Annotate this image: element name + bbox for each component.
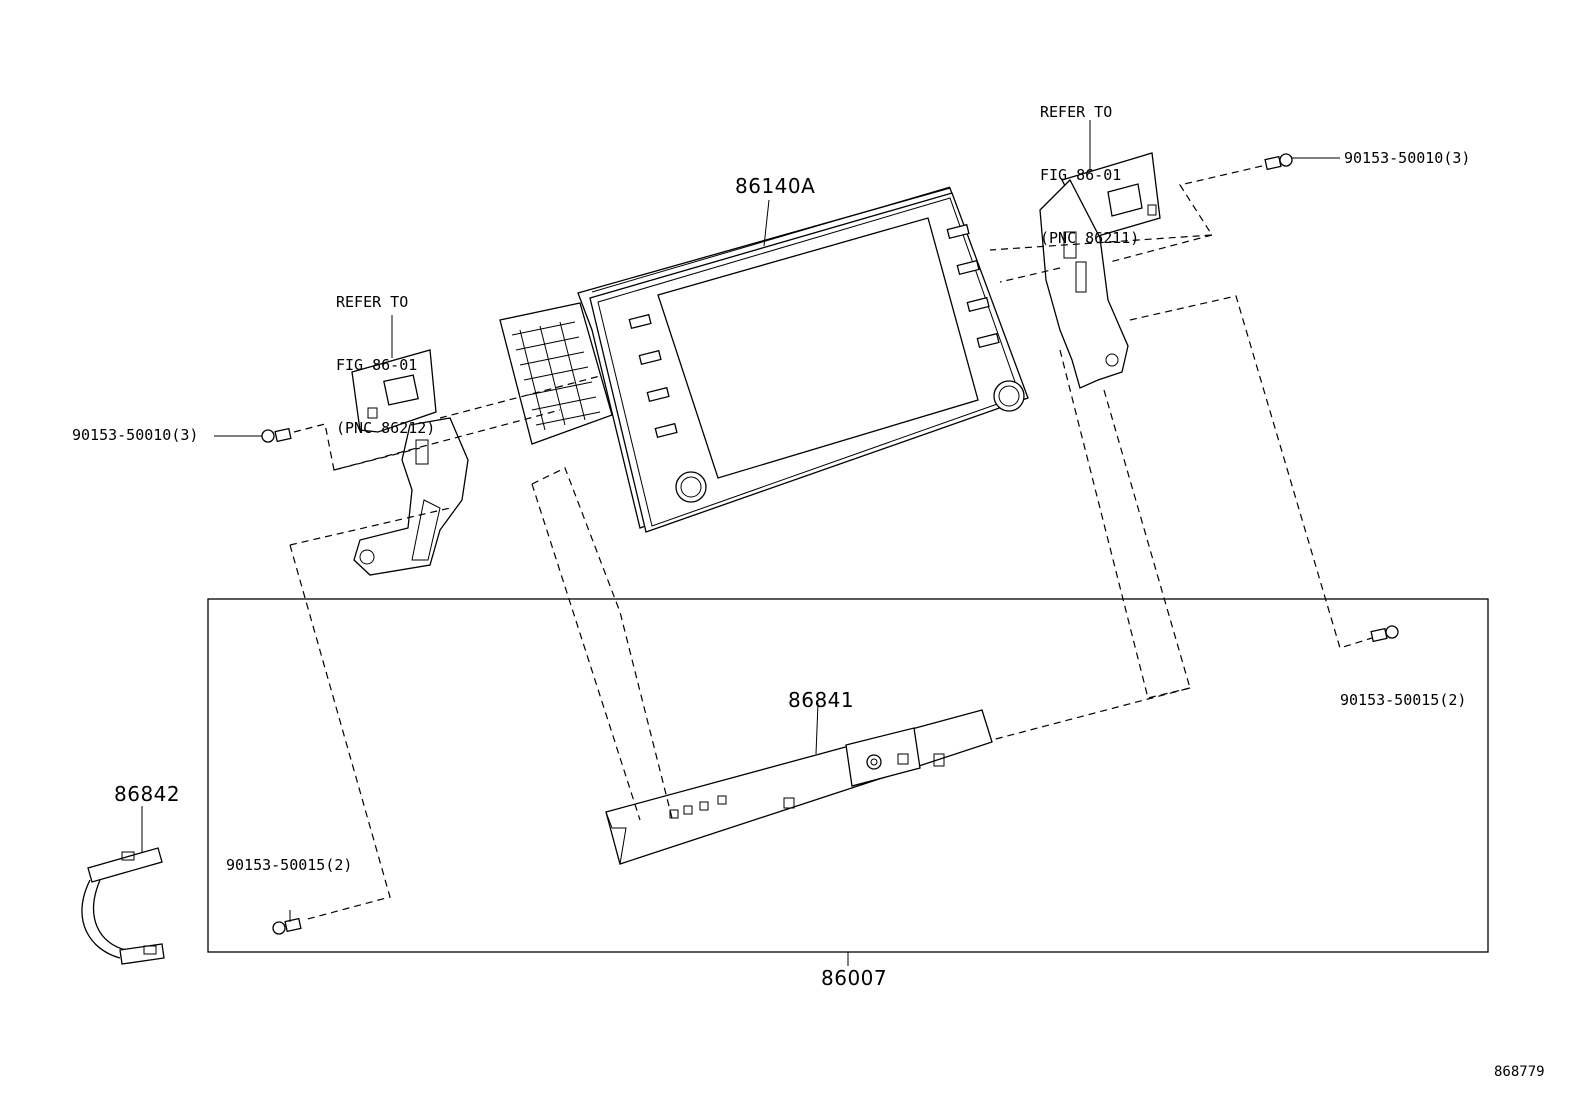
figure-id: 868779 bbox=[1494, 1064, 1545, 1080]
label-bracket-86841: 86841 bbox=[788, 688, 855, 712]
label-right-bracket-ref: REFER TO FIG 86-01 (PNC 86211) bbox=[1040, 60, 1139, 270]
left-ref-line-2: FIG 86-01 bbox=[336, 356, 418, 374]
bracket-86841 bbox=[605, 702, 993, 865]
left-ref-line-1: REFER TO bbox=[336, 293, 409, 311]
screw-left-lower bbox=[272, 910, 302, 935]
screw-right-upper bbox=[1264, 153, 1340, 171]
left-ref-line-3: (PNC 86212) bbox=[336, 419, 436, 437]
assembly-dashed-lines bbox=[289, 165, 1373, 921]
bracket-right-86211 bbox=[1039, 120, 1161, 389]
label-left-bracket-ref: REFER TO FIG 86-01 (PNC 86212) bbox=[336, 250, 435, 460]
right-ref-line-1: REFER TO bbox=[1040, 103, 1113, 121]
label-screw-left-lower: 90153-50015(2) bbox=[226, 856, 353, 874]
screw-right-lower bbox=[1370, 625, 1399, 643]
label-screw-right-lower: 90153-50015(2) bbox=[1340, 691, 1467, 709]
right-ref-line-3: (PNC 86211) bbox=[1040, 229, 1140, 247]
label-display-unit: 86140A bbox=[735, 174, 816, 198]
label-kit-box: 86007 bbox=[821, 966, 888, 990]
label-screw-right-upper: 90153-50010(3) bbox=[1344, 149, 1471, 167]
bracket-left-86212 bbox=[351, 315, 469, 576]
wire-harness-86842 bbox=[81, 806, 165, 965]
label-screw-left-upper: 90153-50010(3) bbox=[72, 426, 199, 444]
right-ref-line-2: FIG 86-01 bbox=[1040, 166, 1122, 184]
display-unit-86140a bbox=[499, 186, 1029, 533]
screw-left-upper bbox=[214, 427, 292, 443]
label-wire-harness: 86842 bbox=[114, 782, 181, 806]
